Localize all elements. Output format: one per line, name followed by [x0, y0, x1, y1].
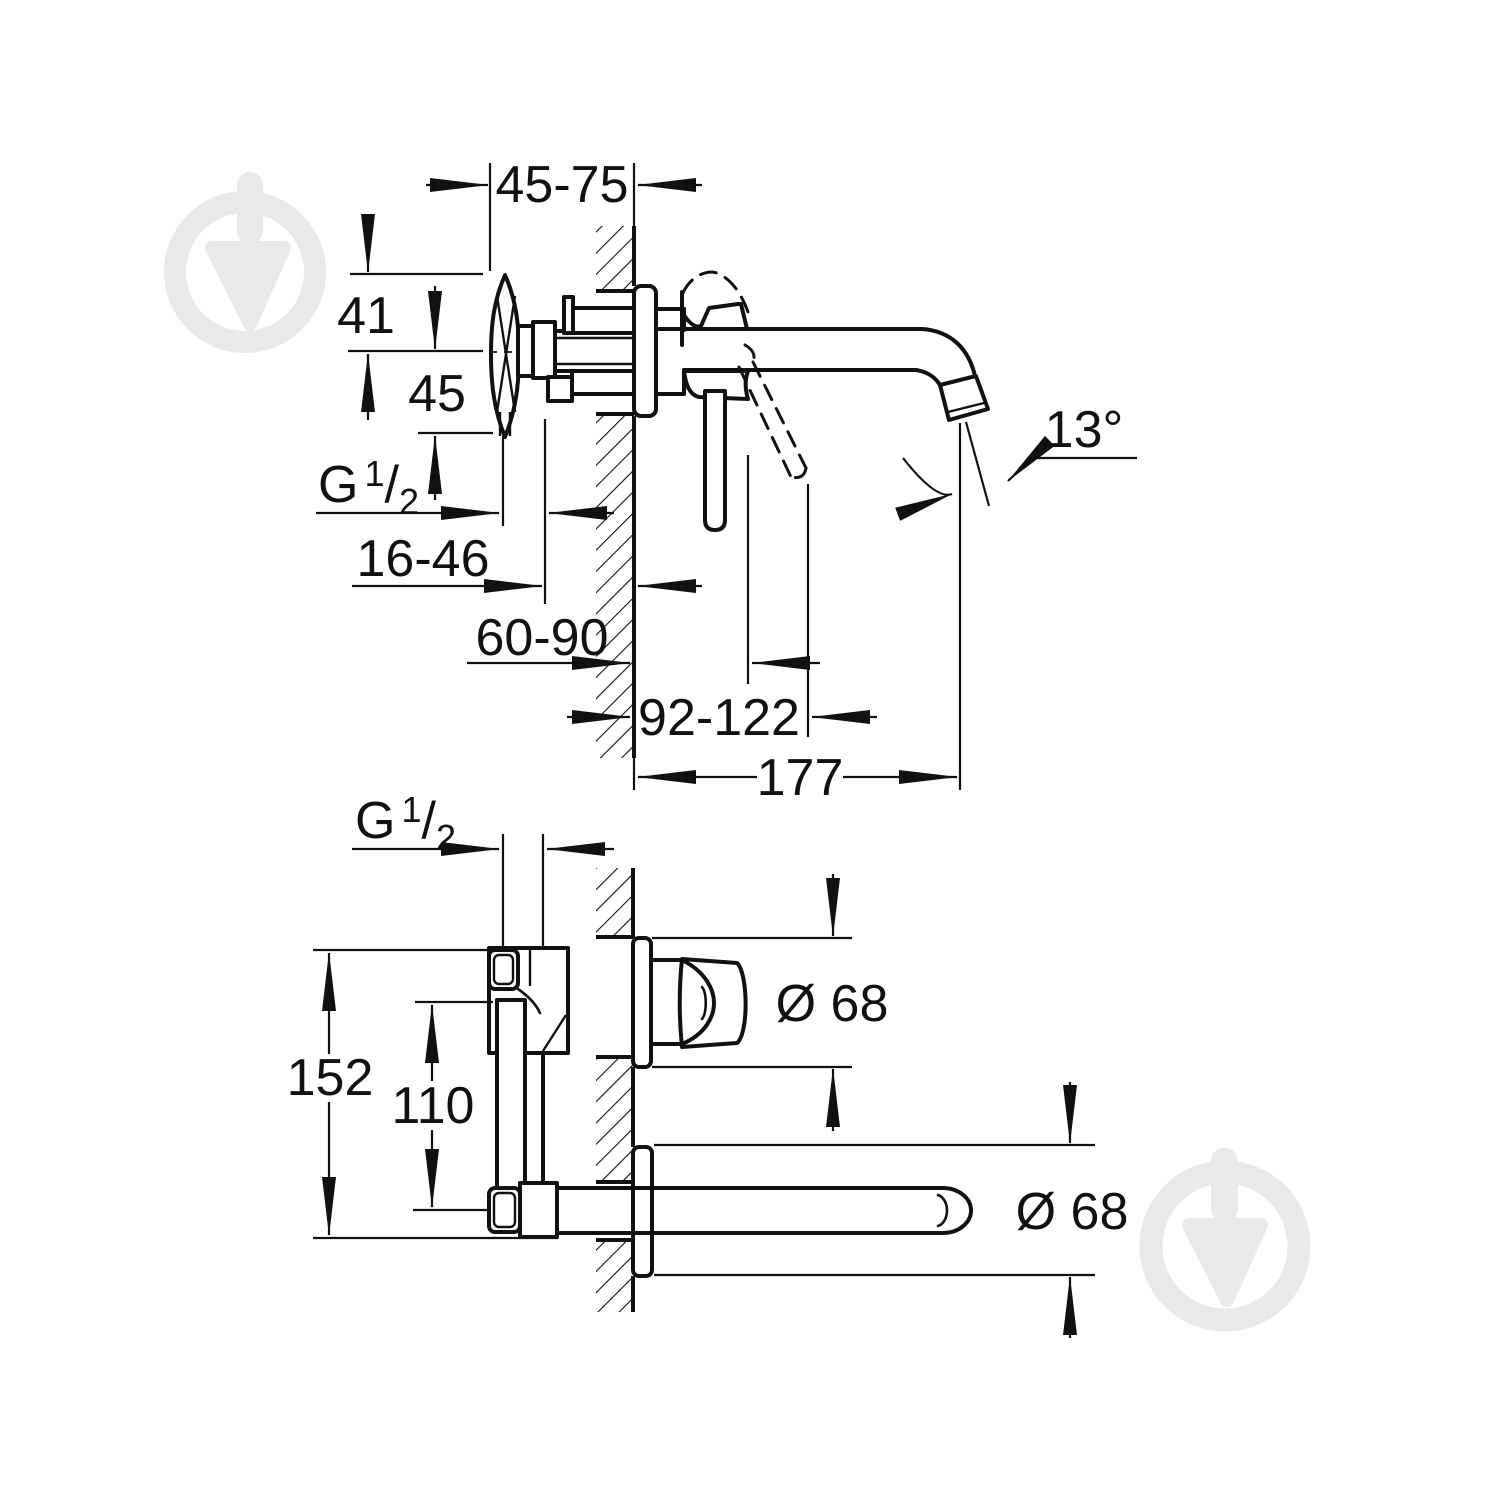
dim-connection-spacing-label: 110	[392, 1077, 475, 1135]
wall-section	[596, 868, 635, 1312]
dim-below-center: 45	[408, 286, 493, 500]
wall-section	[596, 163, 636, 790]
dim-lever-open: 92-122	[567, 484, 877, 747]
dim-supply-setback: 16-46	[352, 530, 702, 593]
escutcheon-plate	[632, 284, 658, 418]
dim-spout-escutcheon: Ø 68	[654, 1082, 1128, 1338]
dim-below-center-label: 45	[408, 365, 466, 423]
dim-lever-closed-label: 60-90	[476, 609, 609, 667]
dim-lever-closed: 60-90	[467, 455, 820, 684]
dim-spout-reach: 177	[637, 749, 958, 807]
spout-tube	[555, 1186, 973, 1235]
dim-overall-height: 152	[287, 948, 558, 1240]
dim-spout-escutcheon-label: Ø 68	[1016, 1183, 1129, 1241]
spout	[654, 307, 990, 422]
dim-supply-setback-label: 16-46	[357, 530, 490, 588]
dim-lever-open-label: 92-122	[638, 689, 800, 747]
dim-above-center-label: 41	[337, 287, 395, 345]
handle-knob	[649, 957, 748, 1049]
concealed-body	[487, 946, 570, 1239]
dim-spout-reach-label: 177	[757, 749, 844, 807]
dim-overall-height-label: 152	[287, 1049, 374, 1107]
dim-wall-depth-label: 45-75	[496, 156, 629, 214]
dim-handle-escutcheon-label: Ø 68	[776, 975, 889, 1033]
dim-above-center: 41	[337, 214, 483, 420]
side-view: 13° 45-75 41 45	[316, 156, 1137, 807]
spout-angle-reference: 13°	[895, 401, 1137, 790]
trowel-logo-watermark	[1139, 1148, 1311, 1332]
trowel-logo-watermark	[164, 172, 326, 353]
spout-escutcheon	[631, 1145, 654, 1278]
spout-angle-label: 13°	[1045, 401, 1124, 459]
handle-open-position	[681, 270, 753, 323]
handle-lever	[680, 270, 808, 532]
dim-handle-escutcheon: Ø 68	[652, 874, 888, 1131]
dim-wall-depth: 45-75	[426, 156, 702, 271]
handle-escutcheon	[631, 936, 653, 1069]
dim-connection-spacing: 110	[392, 1000, 493, 1212]
